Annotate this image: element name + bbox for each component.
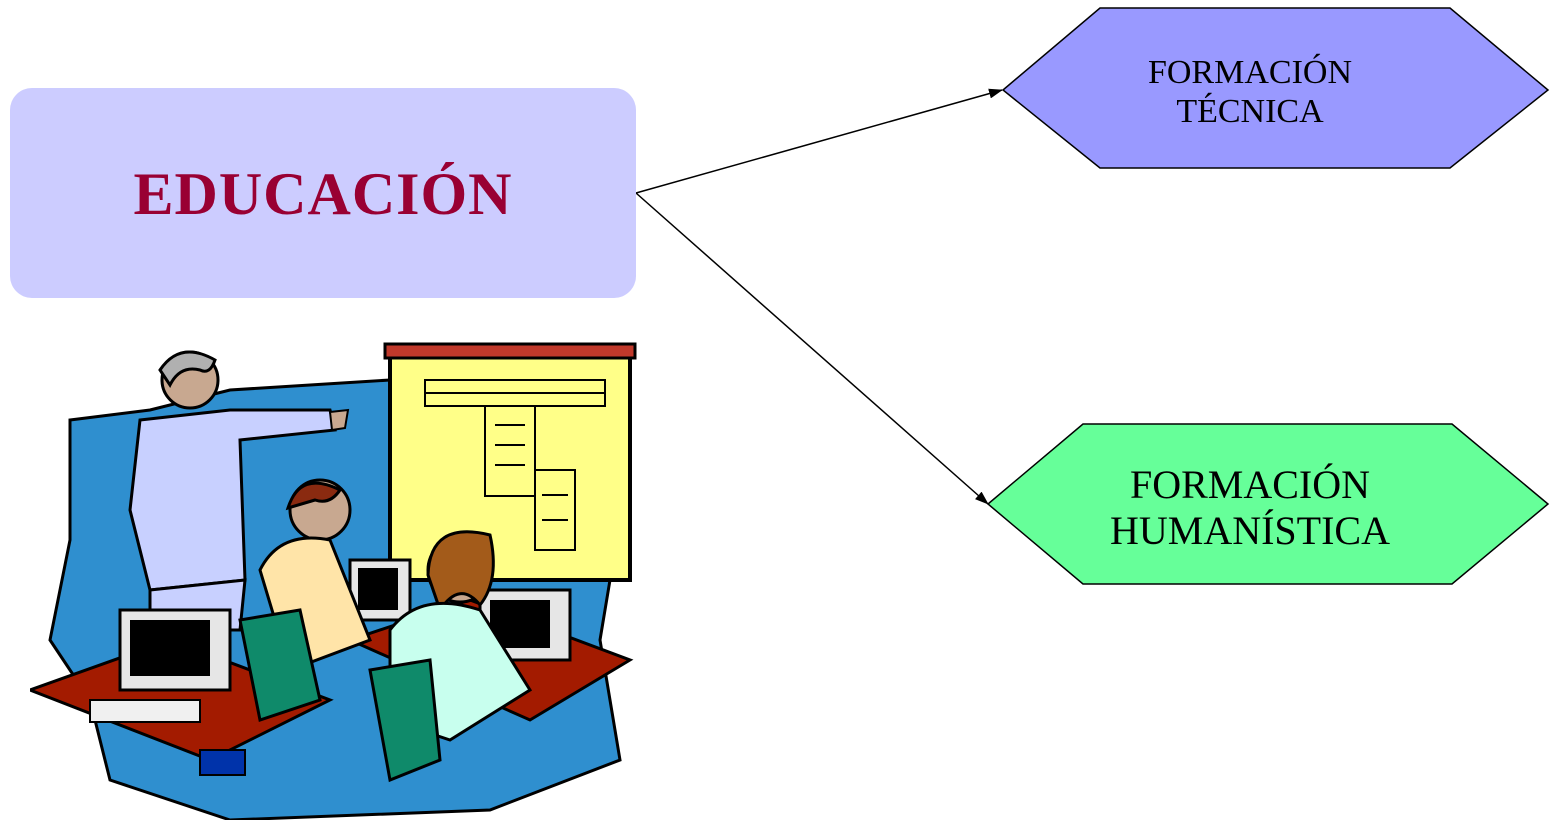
branch-humanistica-line1: FORMACIÓN — [1129, 462, 1371, 507]
branch-tecnica-line1: FORMACIÓN — [1147, 53, 1353, 91]
hexagon-humanistica — [986, 423, 1550, 585]
root-node-label: EDUCACIÓN — [133, 160, 513, 227]
classroom-computers-illustration — [30, 342, 637, 820]
hexagon-tecnica — [1001, 7, 1550, 169]
branch-humanistica-line2: HUMANÍSTICA — [1110, 508, 1390, 553]
root-node-educacion: EDUCACIÓN — [10, 88, 636, 298]
branch-tecnica-line2: TÉCNICA — [1176, 93, 1324, 130]
branch-node-humanistica: FORMACIÓN HUMANÍSTICA — [1060, 458, 1440, 558]
connector-to-humanistica — [635, 192, 989, 505]
branch-node-tecnica: FORMACIÓN TÉCNICA — [1100, 46, 1400, 138]
connector-to-tecnica — [635, 88, 1003, 194]
